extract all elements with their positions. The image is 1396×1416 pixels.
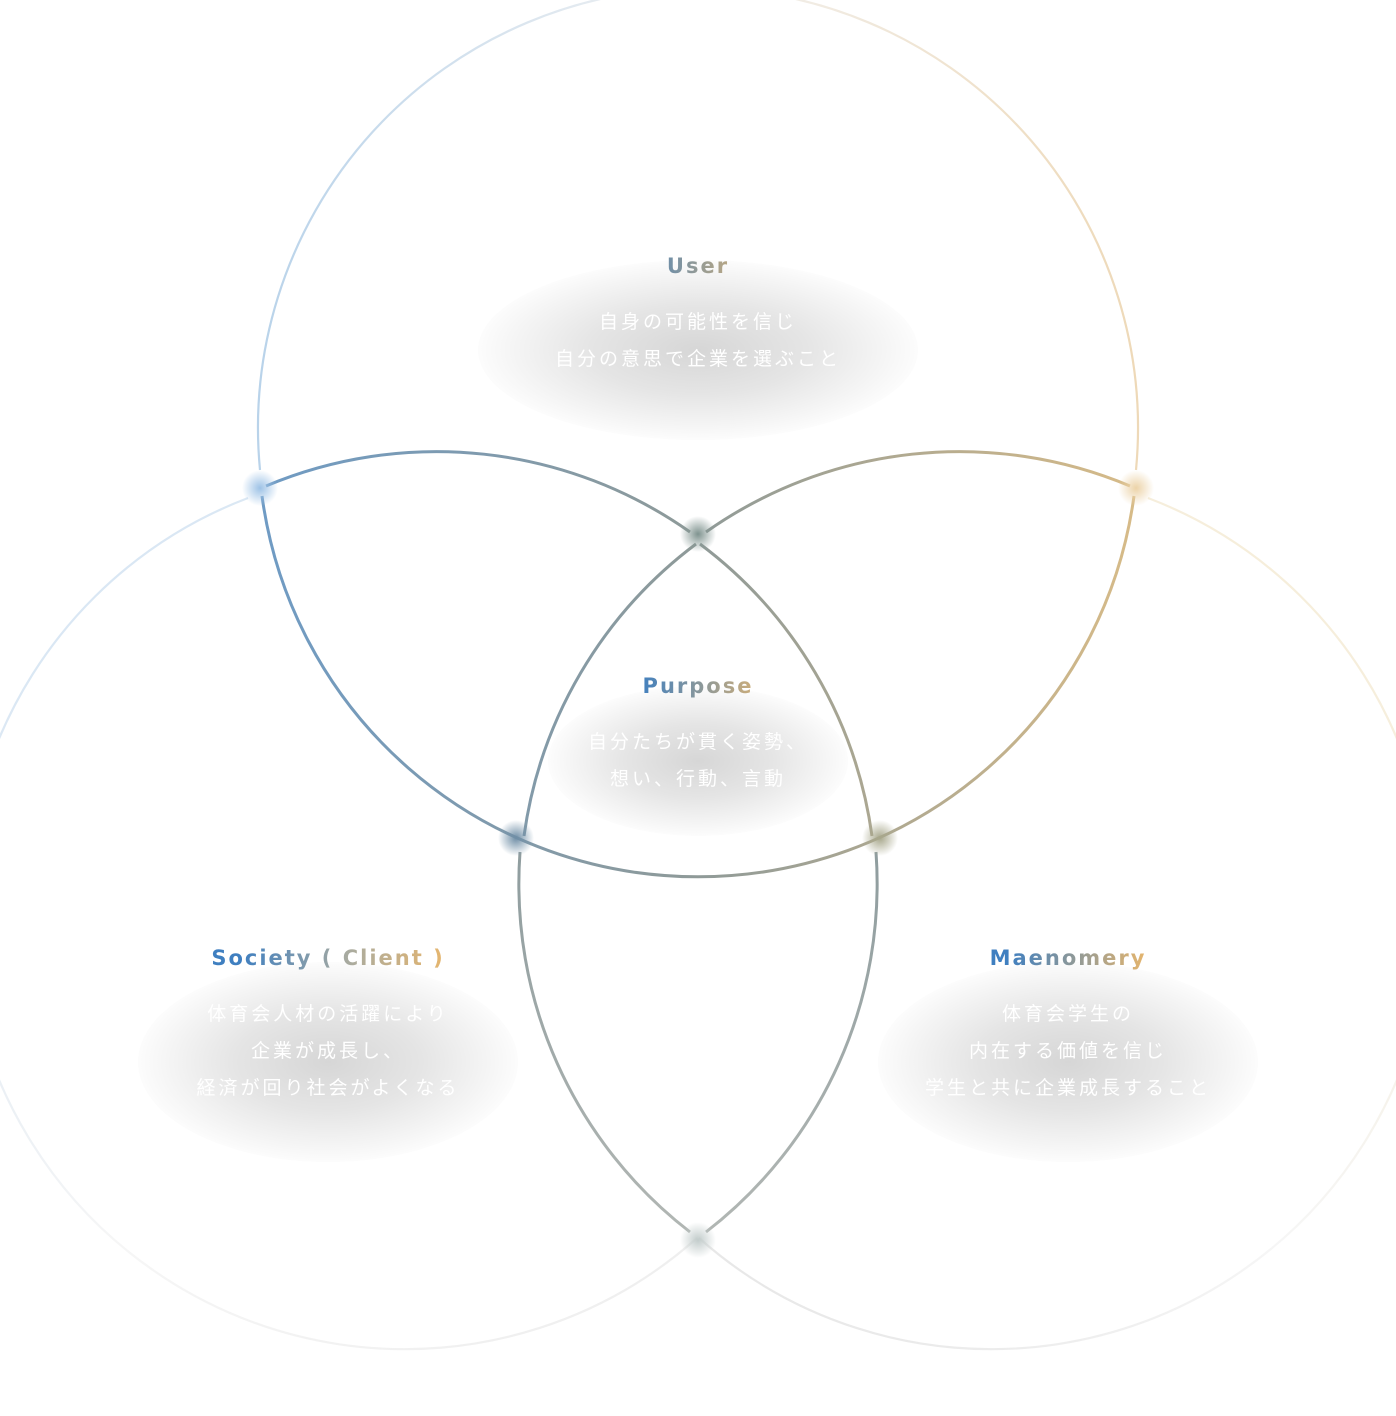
user-description-line: 自分の意思で企業を選ぶこと	[554, 348, 841, 370]
maenomery-title: Maenomery	[868, 946, 1268, 970]
society-node: Society ( Client ) 体育会人材の活躍により 企業が成長し、 経…	[128, 932, 528, 1162]
society-circle-inner-arc	[265, 450, 874, 837]
maenomery-circle-inner-arc	[522, 450, 1131, 837]
society-glow	[138, 962, 518, 1162]
maenomery-node: Maenomery 体育会学生の 内在する価値を信じ 学生と共に企業成長すること	[868, 932, 1268, 1162]
junction-top-right	[1118, 470, 1154, 506]
junction-bottom	[680, 1222, 716, 1258]
purpose-description-line: 自分たちが貫く姿勢、	[587, 731, 808, 753]
user-circle-outer-arc	[256, 0, 1140, 471]
maenomery-description: 体育会学生の 内在する価値を信じ 学生と共に企業成長すること	[868, 996, 1268, 1107]
purpose-glow	[548, 686, 848, 836]
society-maenomery-lens-right	[705, 851, 879, 1234]
junction-top-left	[242, 470, 278, 506]
purpose-title: Purpose	[498, 674, 898, 698]
society-description-line: 体育会人材の活躍により	[207, 1003, 449, 1025]
maenomery-circle-outer-arc	[698, 496, 1396, 1351]
maenomery-glow	[878, 962, 1258, 1162]
user-description: 自身の可能性を信じ 自分の意思で企業を選ぶこと	[448, 304, 948, 378]
purpose-description-line: 想い、行動、言動	[609, 768, 786, 790]
society-description-line: 企業が成長し、	[250, 1040, 405, 1062]
purpose-node: Purpose 自分たちが貫く姿勢、 想い、行動、言動	[498, 660, 898, 840]
maenomery-description-line: 体育会学生の	[1001, 1003, 1134, 1025]
user-node: User 自身の可能性を信じ 自分の意思で企業を選ぶこと	[448, 240, 948, 440]
junction-center-left	[498, 820, 534, 856]
user-description-line: 自身の可能性を信じ	[598, 311, 797, 333]
society-description-line: 経済が回り社会がよくなる	[196, 1077, 460, 1099]
maenomery-description-line: 学生と共に企業成長すること	[924, 1077, 1211, 1099]
society-description: 体育会人材の活躍により 企業が成長し、 経済が回り社会がよくなる	[128, 996, 528, 1107]
user-circle-inner-arc	[260, 495, 1136, 879]
society-circle-outer-arc	[0, 496, 698, 1351]
society-maenomery-lens-left	[517, 851, 691, 1234]
junction-center-right	[862, 820, 898, 856]
society-title: Society ( Client )	[128, 946, 528, 970]
purpose-description: 自分たちが貫く姿勢、 想い、行動、言動	[498, 724, 898, 798]
user-glow	[478, 260, 918, 440]
maenomery-description-line: 内在する価値を信じ	[968, 1040, 1167, 1062]
junction-center-top	[680, 516, 716, 552]
user-title: User	[448, 254, 948, 278]
